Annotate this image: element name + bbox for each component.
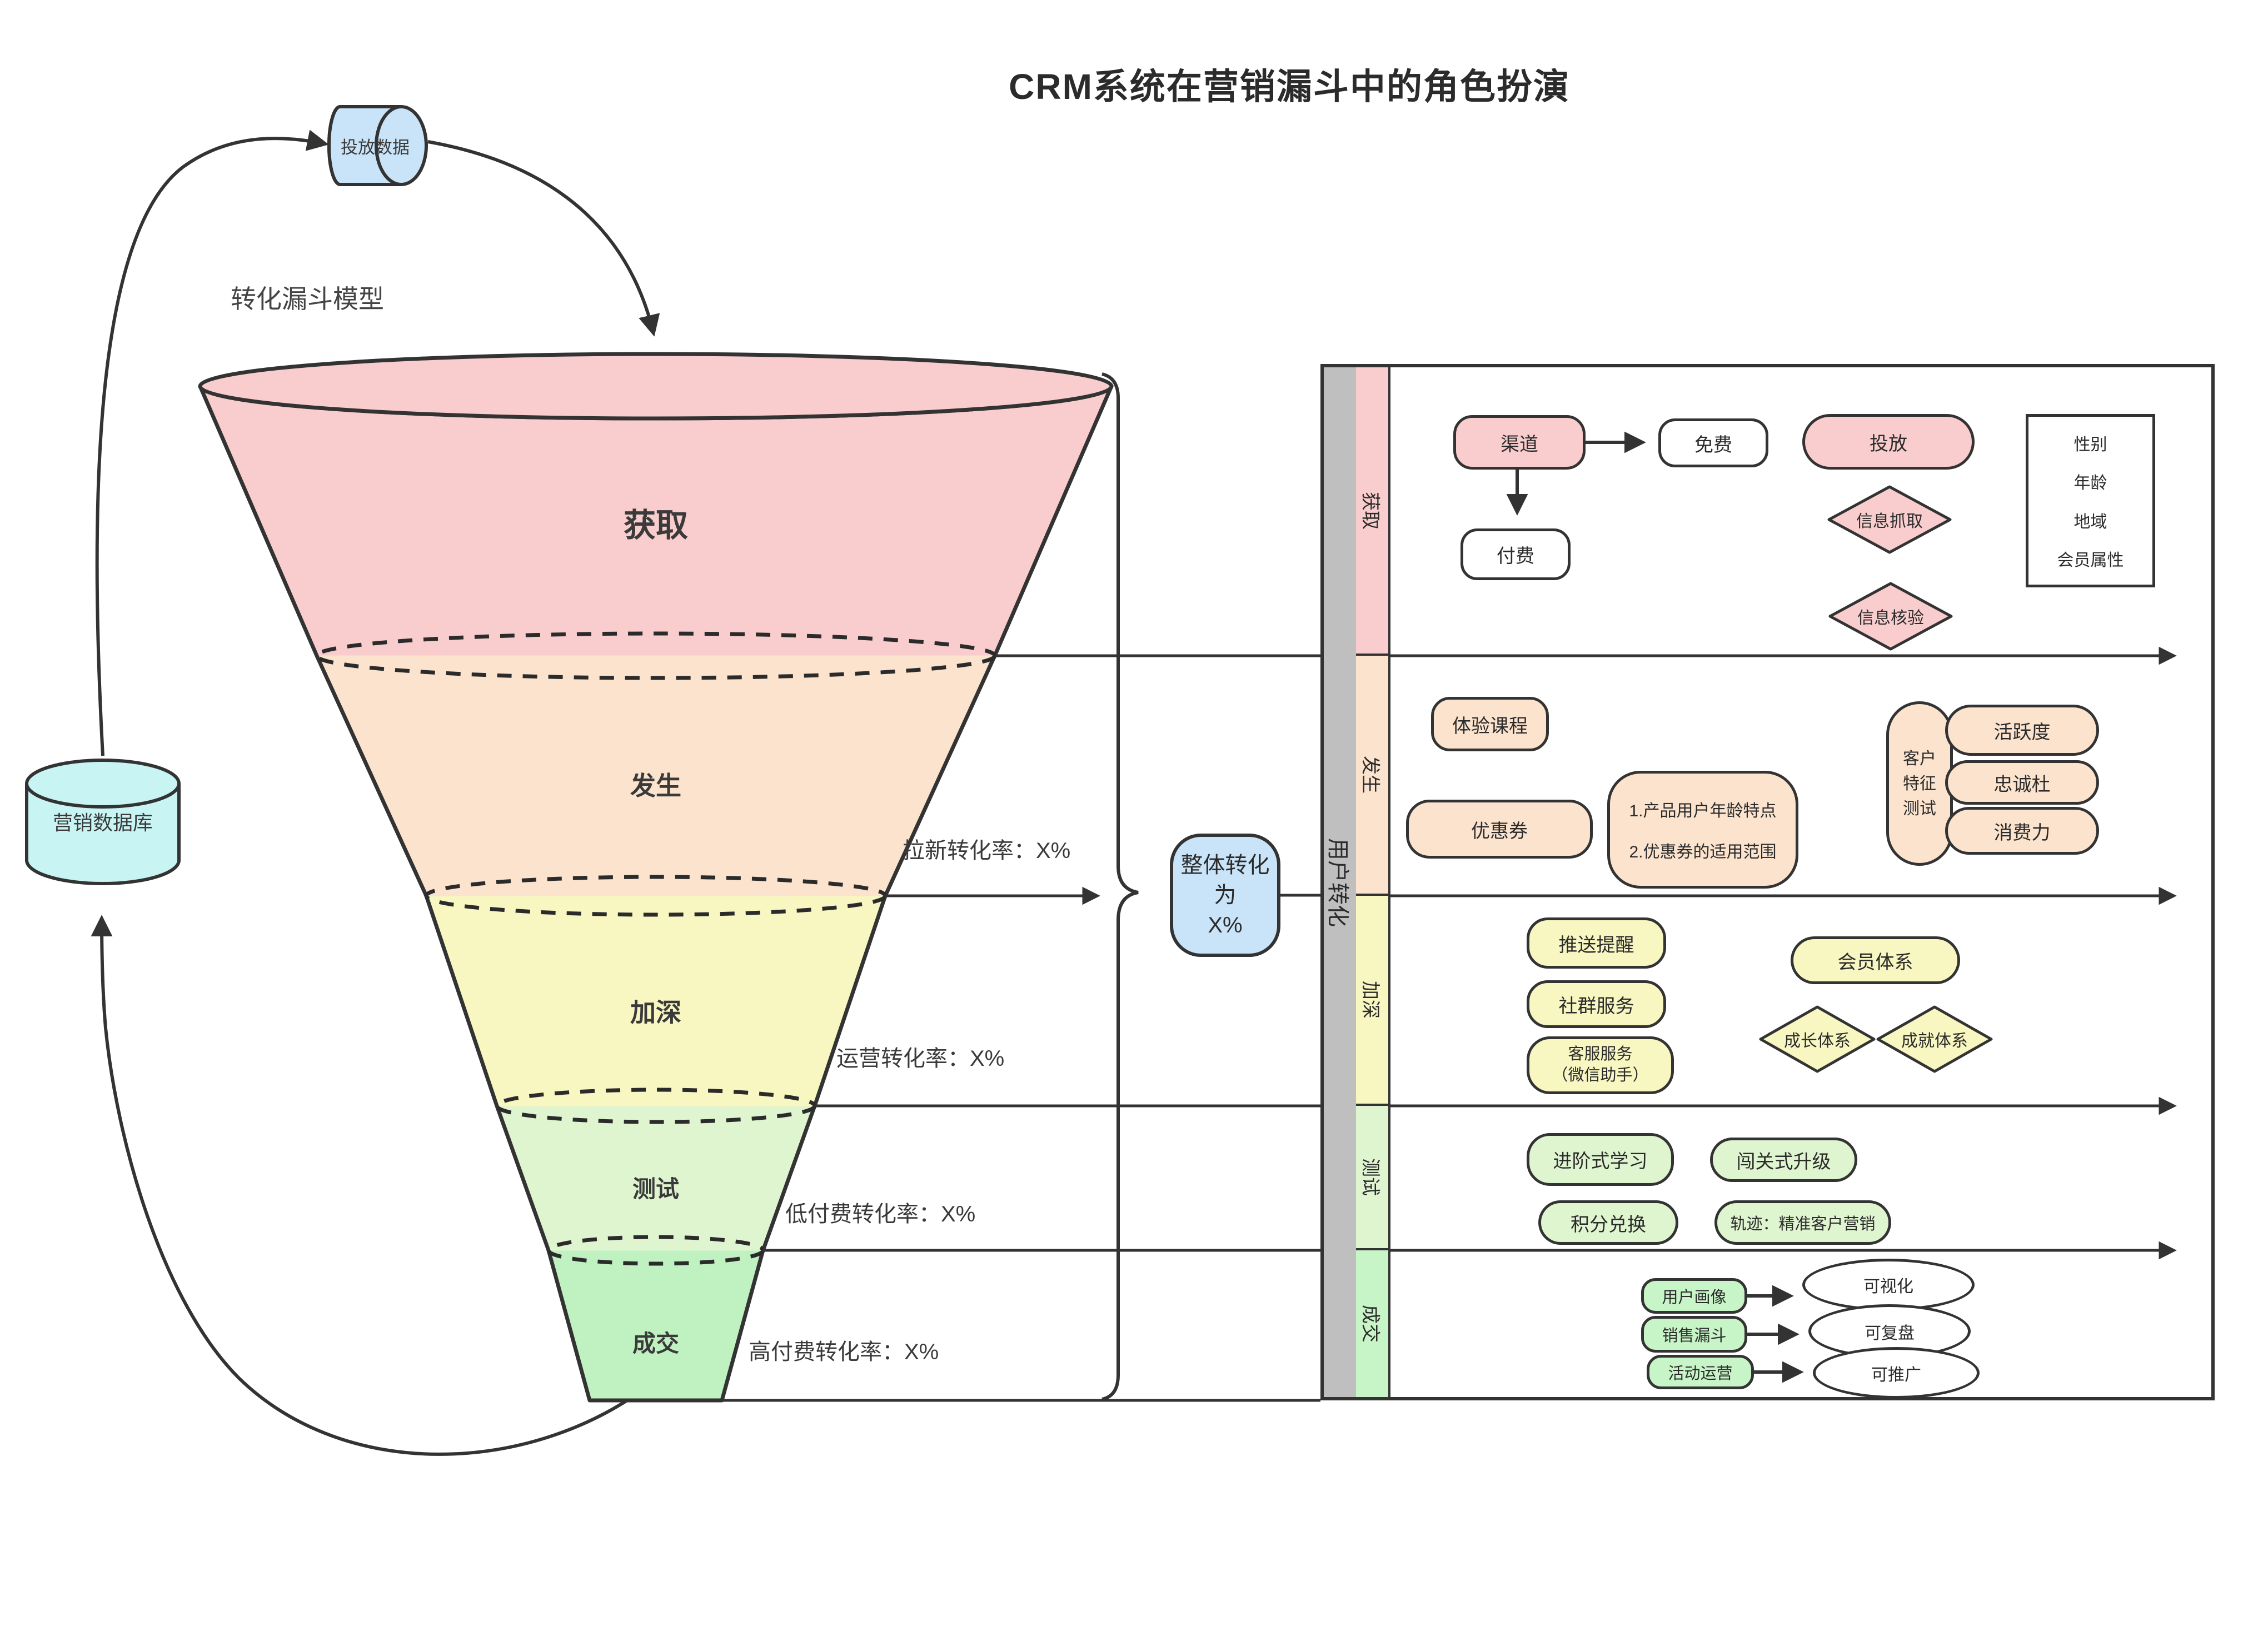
attr-gender: 性别 — [2073, 436, 2107, 455]
node-points-redeem: 积分兑换 — [1538, 1200, 1678, 1245]
node-loyalty: 忠诚杜 — [1945, 760, 2099, 805]
node-info-verify-diamond: 信息核验 — [1828, 581, 1953, 651]
node-spending-power: 消费力 — [1945, 807, 2099, 855]
stage-boundary-lines — [722, 654, 1320, 1402]
cs-line-2: （微信助手） — [1552, 1066, 1649, 1084]
node-customer-feature-test: 客户 特征 测试 — [1886, 701, 1953, 866]
funnel-stage-deepen: 加深 — [630, 998, 681, 1027]
node-track-marketing: 轨迹：精准客户营销 — [1714, 1200, 1891, 1245]
overall-conversion-box: 整体转化为 X% — [1170, 834, 1280, 957]
node-community-service: 社群服务 — [1527, 980, 1666, 1028]
rate-operation: 运营转化率：X% — [836, 1046, 1005, 1071]
launch-data-label: 投放数据 — [341, 138, 410, 157]
node-campaign-ops: 活动运营 — [1647, 1355, 1754, 1389]
lane-strip-occur: 发生 — [1356, 656, 1390, 896]
node-user-portrait: 用户画像 — [1641, 1278, 1747, 1314]
loop-db-to-launch-curve — [95, 129, 329, 756]
funnel-model-label: 转化漏斗模型 — [231, 285, 384, 313]
attr-age: 年龄 — [2073, 474, 2107, 493]
node-coupon-note: 1.产品用户年龄特点 2.优惠券的适用范围 — [1607, 771, 1798, 889]
node-connectors — [1506, 431, 1804, 1383]
node-info-verify-label: 信息核验 — [1857, 609, 1924, 627]
node-level-upgrade: 闯关式升级 — [1710, 1138, 1857, 1182]
node-promotable: 可推广 — [1813, 1347, 1980, 1399]
lane-strip-acquire: 获取 — [1356, 367, 1390, 656]
node-activity-level: 活跃度 — [1945, 705, 2099, 756]
attr-member: 会员属性 — [2057, 551, 2124, 570]
overall-conversion-line1: 整体转化为 — [1180, 853, 1270, 907]
node-achievement-system-label: 成就体系 — [1901, 1032, 1968, 1050]
node-free: 免费 — [1658, 418, 1768, 467]
rate-high-pay: 高付费转化率：X% — [749, 1340, 939, 1364]
lane-header-bar: 用户转化 — [1324, 367, 1358, 1397]
funnel-stage-occur: 发生 — [630, 771, 681, 800]
cs-line-1: 客服服务 — [1568, 1045, 1633, 1064]
loop-launch-to-funnel-curve — [427, 140, 660, 337]
lane-strip-test: 测试 — [1356, 1106, 1390, 1250]
marketing-db-cylinder — [25, 759, 181, 885]
crm-swimlane-panel: 用户转化 获取 发生 加深 测试 成交 — [1320, 364, 2215, 1400]
funnel-stage-acquire: 获取 — [623, 507, 688, 543]
node-progressive-learning: 进阶式学习 — [1527, 1133, 1674, 1186]
node-growth-system-diamond: 成长体系 — [1758, 1005, 1876, 1074]
loop-funnel-to-db-curve — [91, 915, 649, 1456]
funnel-stage-test: 测试 — [632, 1176, 679, 1202]
node-paid: 付费 — [1461, 528, 1571, 580]
node-customer-service: 客服服务 （微信助手） — [1527, 1036, 1674, 1094]
attr-region: 地域 — [2073, 512, 2107, 531]
node-info-capture-label: 信息抓取 — [1856, 512, 1923, 531]
note-line-1: 1.产品用户年龄特点 — [1629, 802, 1777, 820]
overall-conversion-line2: X% — [1208, 913, 1243, 937]
rate-low-pay: 低付费转化率：X% — [785, 1202, 976, 1226]
node-membership-system: 会员体系 — [1791, 936, 1960, 984]
node-sales-funnel: 销售漏斗 — [1641, 1316, 1747, 1353]
rate-new-user: 拉新转化率：X% — [903, 839, 1071, 863]
lane-header-label: 用户转化 — [1325, 837, 1350, 927]
panel-row-lines — [1387, 646, 2177, 1260]
node-trial-course: 体验课程 — [1431, 697, 1549, 751]
funnel-top-ellipse — [198, 352, 1114, 421]
node-push-reminder: 推送提醒 — [1527, 917, 1666, 969]
node-visualizable: 可视化 — [1802, 1259, 1975, 1311]
node-achievement-system-diamond: 成就体系 — [1876, 1005, 1993, 1074]
marketing-db-label: 营销数据库 — [52, 811, 153, 834]
cft-line-3: 测试 — [1903, 799, 1936, 818]
node-user-attributes-box: 性别 年龄 地域 会员属性 — [2026, 414, 2155, 587]
node-growth-system-label: 成长体系 — [1784, 1032, 1851, 1050]
lane-strip-acquire-label: 获取 — [1359, 491, 1381, 530]
lane-strip-deepen: 加深 — [1356, 896, 1390, 1106]
lane-strip-deal-label: 成交 — [1359, 1305, 1381, 1343]
page-title: CRM系统在营销漏斗中的角色扮演 — [1009, 67, 1570, 107]
lane-strip-occur-label: 发生 — [1359, 756, 1381, 794]
funnel-stage-deal: 成交 — [632, 1330, 679, 1356]
funnel-brace — [1101, 372, 1139, 1401]
lane-strip-deal: 成交 — [1356, 1250, 1390, 1397]
node-info-capture-diamond: 信息抓取 — [1827, 485, 1952, 555]
cft-line-1: 客户 — [1903, 749, 1936, 768]
node-coupon: 优惠券 — [1406, 800, 1593, 859]
launch-data-cylinder — [327, 105, 428, 186]
lane-strip-test-label: 测试 — [1359, 1158, 1381, 1196]
note-line-2: 2.优惠券的适用范围 — [1629, 843, 1777, 861]
node-channel: 渠道 — [1453, 415, 1586, 470]
node-ad-launch: 投放 — [1802, 414, 1975, 470]
cft-line-2: 特征 — [1903, 774, 1936, 793]
lane-strip-deepen-label: 加深 — [1359, 981, 1381, 1019]
